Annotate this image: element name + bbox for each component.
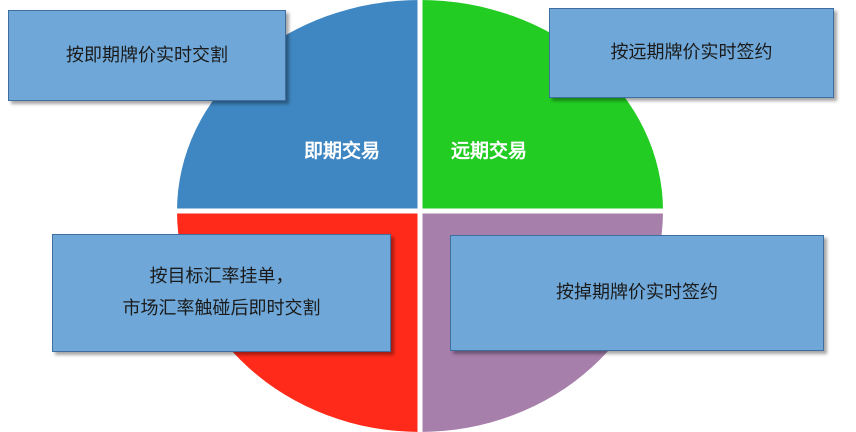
callout-forward-line-1: 按远期牌价实时签约 xyxy=(610,42,773,63)
quadrant-label-spot: 即期交易 xyxy=(304,139,380,162)
callout-limit-order-line-1: 按目标汇率挂单， xyxy=(149,266,294,287)
callout-swap-line-1: 按掉期牌价实时签约 xyxy=(556,282,718,303)
quadrant-forward xyxy=(420,0,663,211)
callout-limit-order: 按目标汇率挂单， 市场汇率触碰后即时交割 xyxy=(52,234,391,352)
callout-spot-line-1: 按即期牌价实时交割 xyxy=(66,44,228,66)
callout-spot: 按即期牌价实时交割 xyxy=(8,10,286,101)
callout-forward: 按远期牌价实时签约 xyxy=(549,8,834,98)
callout-swap: 按掉期牌价实时签约 xyxy=(450,235,824,351)
quadrant-spot xyxy=(177,0,420,211)
callout-limit-order-line-2: 市场汇率触碰后即时交割 xyxy=(122,298,321,319)
quadrant-label-forward: 远期交易 xyxy=(451,139,527,162)
